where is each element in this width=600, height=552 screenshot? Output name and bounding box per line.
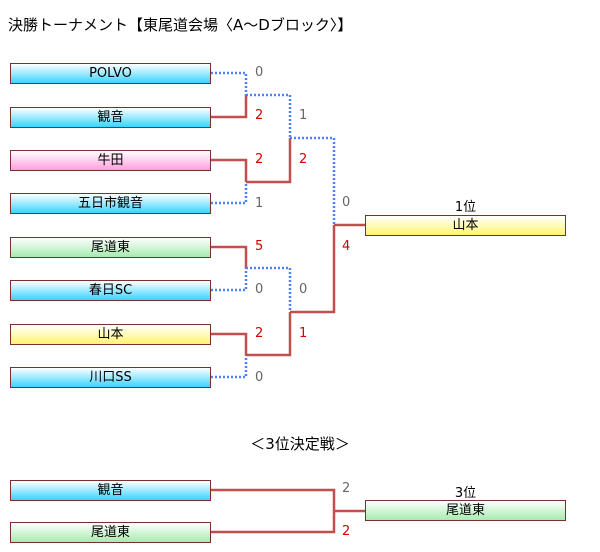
round2-score: 1 (299, 108, 308, 123)
third-place-winner-slot[interactable]: 尾道東 (365, 500, 566, 521)
team-slot-1[interactable]: POLVO (10, 63, 211, 84)
round1-score: 0 (255, 370, 264, 385)
round2-score: 1 (299, 326, 308, 341)
third-place-team-2[interactable]: 尾道東 (10, 522, 211, 543)
round1-score: 0 (255, 282, 264, 297)
champion-slot[interactable]: 山本 (365, 215, 566, 236)
team-slot-2[interactable]: 観音 (10, 107, 211, 128)
team-slot-3[interactable]: 牛田 (10, 150, 211, 171)
champion-rank-label: 1位 (454, 200, 477, 215)
round1-score: 5 (255, 239, 264, 254)
team-slot-6[interactable]: 春日SC (10, 280, 211, 301)
round1-score: 2 (255, 152, 264, 167)
round1-score: 2 (255, 108, 264, 123)
third-place-rank-label: 3位 (454, 486, 477, 501)
round1-score: 0 (255, 65, 264, 80)
team-slot-7[interactable]: 山本 (10, 324, 211, 345)
page-title: 決勝トーナメント【東尾道会場〈A～Dブロック〉】 (8, 16, 353, 34)
team-slot-4[interactable]: 五日市観音 (10, 193, 211, 214)
third-place-team-1[interactable]: 観音 (10, 480, 211, 501)
round1-score: 1 (255, 196, 264, 211)
team-slot-5[interactable]: 尾道東 (10, 237, 211, 258)
round2-score: 0 (299, 282, 308, 297)
final-score: 4 (342, 239, 351, 254)
third-place-title: ＜3位決定戦＞ (250, 435, 350, 453)
third-place-score: 2 (342, 481, 351, 496)
round2-score: 2 (299, 152, 308, 167)
final-score: 0 (342, 195, 351, 210)
team-slot-8[interactable]: 川口SS (10, 367, 211, 388)
round1-score: 2 (255, 326, 264, 341)
third-place-score: 2 (342, 524, 351, 539)
